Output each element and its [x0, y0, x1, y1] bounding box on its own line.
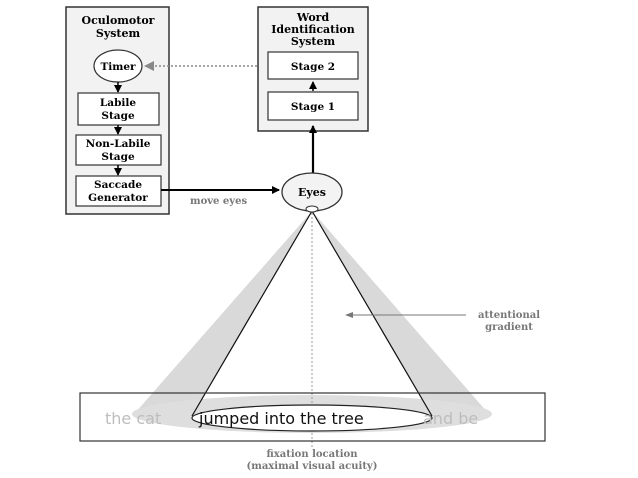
- timer-label: Timer: [100, 61, 136, 73]
- saccade-generator-line1: Saccade: [94, 179, 142, 191]
- word-id-title-line1: Word: [296, 11, 330, 24]
- word-id-title-line3: System: [291, 35, 336, 48]
- attention-wedge-left: [135, 211, 312, 416]
- labile-stage-line2: Stage: [101, 110, 135, 122]
- stage-1-label: Stage 1: [291, 101, 335, 113]
- eyes-label: Eyes: [298, 186, 326, 199]
- sentence-fixated-text: jumped into the tree: [198, 409, 364, 428]
- word-id-title-line2: Identification: [271, 23, 355, 36]
- nonlabile-stage-box: [75, 134, 162, 166]
- text-line-box: [79, 392, 546, 442]
- move-eyes-label: move eyes: [190, 196, 247, 207]
- inner-cone-left-line: [191, 210, 313, 417]
- pupil-icon: [305, 205, 319, 213]
- stage-2-box: [267, 51, 359, 80]
- sentence-left-text: the cat: [105, 409, 161, 428]
- inner-cone-right-line: [311, 210, 433, 417]
- attention-wedge-right: [312, 211, 488, 416]
- stage-2-label: Stage 2: [291, 61, 335, 73]
- attentional-label-line1: attentional: [478, 310, 540, 321]
- fixation-label-line1: fixation location: [267, 449, 359, 460]
- attentional-label-line2: gradient: [485, 322, 533, 333]
- nonlabile-stage-line1: Non-Labile: [86, 138, 151, 150]
- labile-stage-line1: Labile: [100, 97, 137, 109]
- sentence-right-text: and be: [423, 409, 478, 428]
- saccade-generator-line2: Generator: [88, 192, 148, 204]
- nonlabile-stage-line2: Stage: [101, 151, 135, 163]
- fovea-ellipse: [191, 404, 433, 432]
- fixation-label-line2: (maximal visual acuity): [247, 461, 378, 472]
- saccade-generator-box: [75, 175, 162, 207]
- oculomotor-title-line2: System: [96, 27, 141, 40]
- oculomotor-title-line1: Oculomotor: [82, 14, 155, 27]
- stage-1-box: [267, 91, 359, 121]
